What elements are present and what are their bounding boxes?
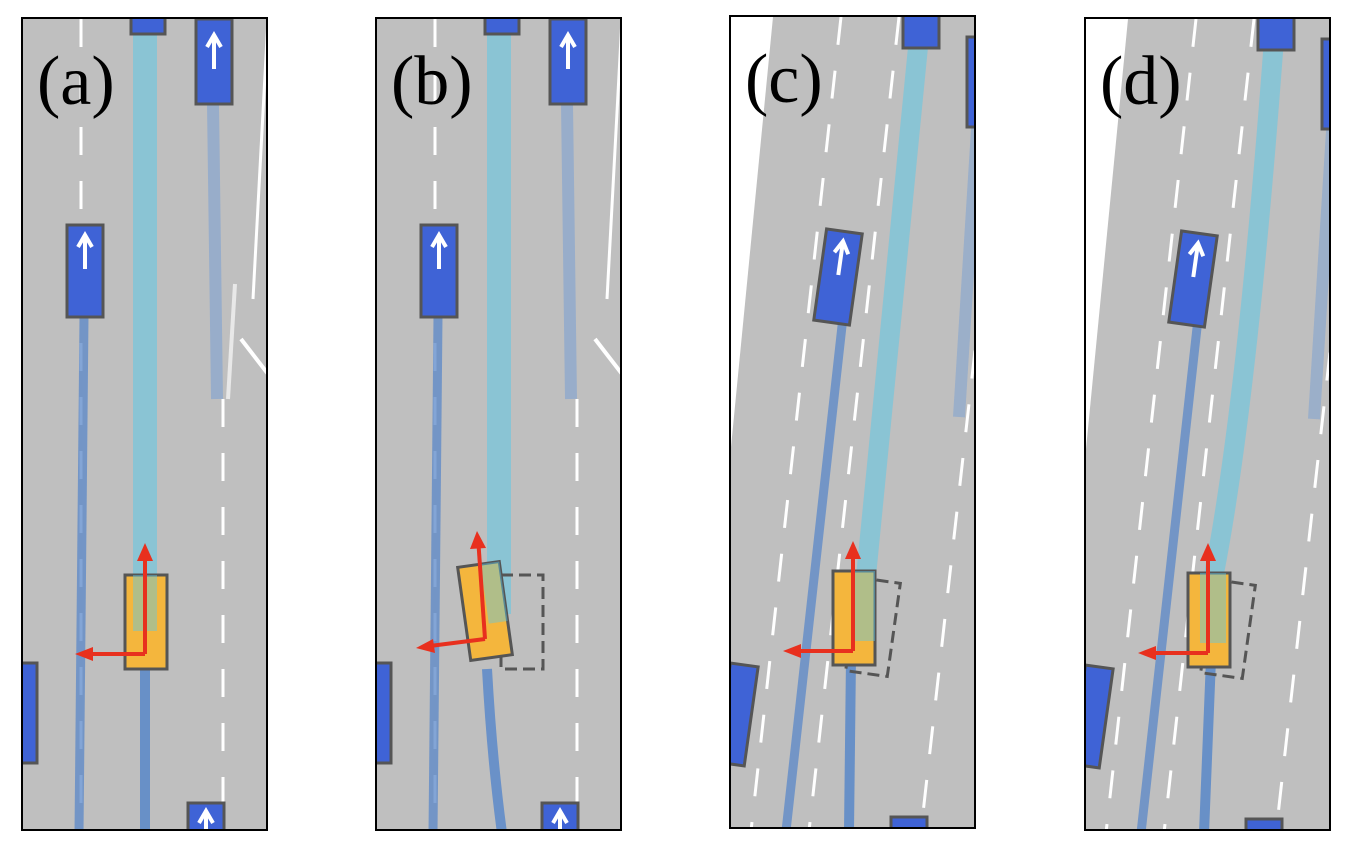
lane-marking — [1274, 347, 1329, 829]
trajectory — [1199, 658, 1216, 829]
scene-d — [1086, 19, 1329, 829]
arrow-up-icon — [559, 31, 577, 69]
arrow-up-icon — [832, 237, 851, 276]
road-edge — [226, 283, 237, 400]
road — [731, 17, 974, 827]
axis-arrow-icon — [1138, 646, 1156, 660]
axis-arrow-icon — [783, 644, 801, 658]
vehicle — [129, 19, 167, 36]
arrow-up-icon — [205, 31, 223, 69]
panel-label: (a) — [37, 43, 115, 120]
road-edge — [593, 337, 620, 375]
planned-path — [487, 34, 511, 614]
road-edge — [239, 337, 266, 375]
panel-a: (a) — [21, 17, 268, 831]
ego-overlap — [1200, 573, 1226, 643]
scene-c — [731, 17, 974, 827]
vehicle — [1167, 229, 1219, 329]
planned-path — [133, 34, 157, 584]
trajectory — [428, 316, 443, 829]
road-edge — [251, 28, 266, 300]
axis-arrow-icon — [476, 536, 487, 640]
ego-overlap — [480, 561, 508, 624]
trajectory — [74, 316, 89, 829]
planned-path — [1201, 39, 1284, 589]
vehicle — [731, 661, 760, 768]
vehicle — [1320, 37, 1329, 131]
arrow-up-icon — [76, 231, 94, 269]
vehicle — [65, 223, 105, 319]
panel-label: (d) — [1100, 43, 1182, 120]
trajectory — [844, 656, 856, 827]
axis-arrow-icon — [137, 543, 153, 561]
axis-arrow-icon — [416, 639, 435, 653]
vehicle — [889, 815, 929, 827]
scene-a — [23, 19, 266, 829]
vehicle — [965, 35, 974, 129]
vehicle — [23, 661, 39, 765]
vehicle — [483, 19, 521, 36]
trajectory — [953, 96, 974, 418]
vehicle — [1086, 663, 1115, 770]
trajectory — [561, 103, 577, 400]
vehicle — [377, 661, 393, 765]
trajectory — [781, 316, 848, 827]
arrow-up-icon — [197, 807, 215, 829]
ego-overlap — [853, 571, 875, 641]
panel-label: (c) — [745, 41, 823, 118]
trajectory — [1136, 318, 1203, 829]
vehicle — [1244, 817, 1284, 829]
panel-label: (b) — [391, 43, 473, 120]
vehicle — [901, 17, 941, 50]
trajectory — [482, 668, 507, 829]
arrow-up-icon — [1187, 239, 1206, 278]
trajectory — [1308, 98, 1329, 420]
axis-arrow-icon — [470, 531, 486, 549]
panel-b: (b) — [375, 17, 622, 831]
trajectory — [207, 103, 223, 400]
panel-d: (d) — [1084, 17, 1331, 831]
axis-arrow-icon — [75, 647, 93, 661]
arrow-up-icon — [430, 231, 448, 269]
lane-marking — [919, 345, 974, 827]
road-edge — [605, 28, 620, 300]
axis-arrow-icon — [1200, 543, 1216, 561]
panel-c: (c) — [729, 15, 976, 829]
vehicle — [1256, 19, 1296, 52]
axis-arrow-icon — [845, 541, 861, 559]
scene-b — [377, 19, 620, 829]
vehicle — [812, 227, 864, 327]
planned-path — [853, 37, 929, 607]
arrow-up-icon — [551, 807, 569, 829]
